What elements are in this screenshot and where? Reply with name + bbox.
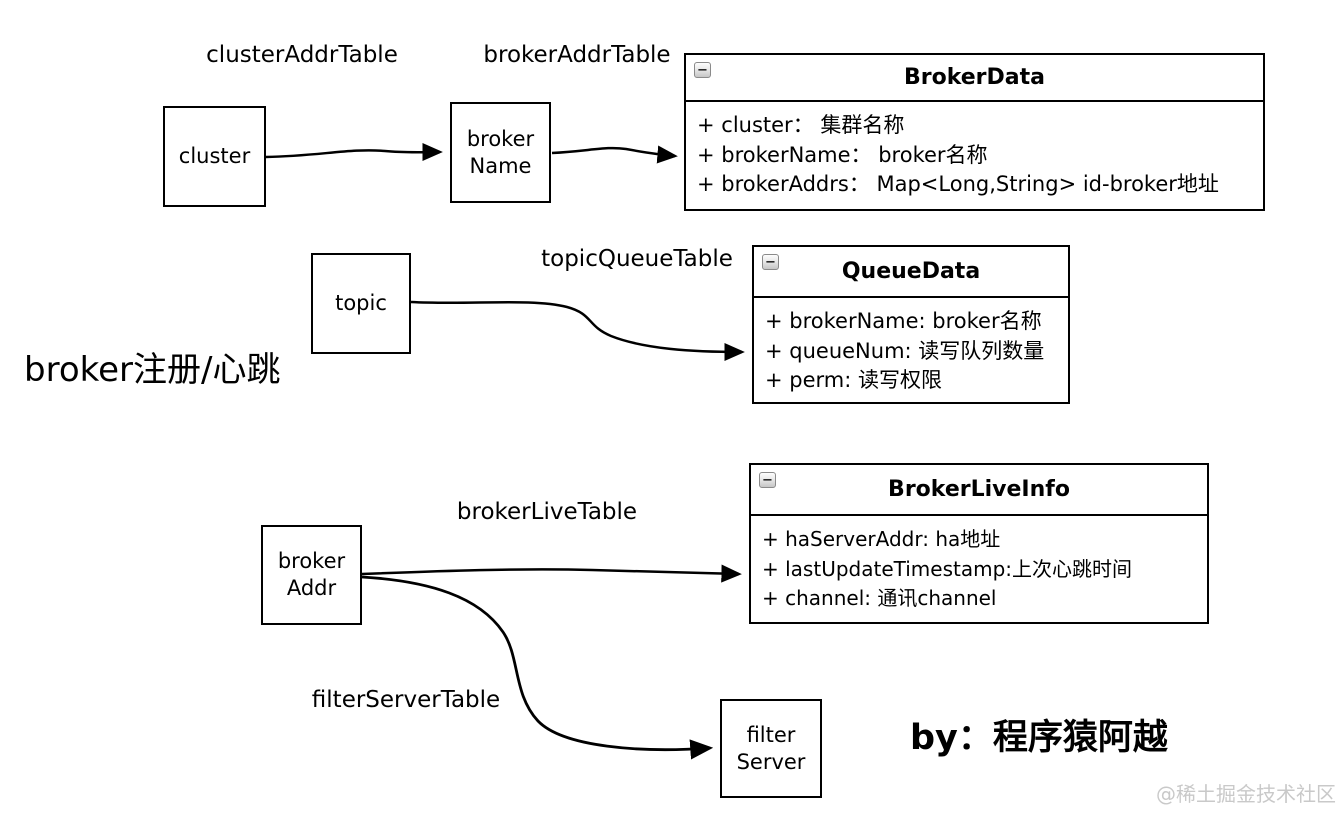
attribute-row: + brokerAddrs： Map<Long,String> id-broke… [697,172,1219,196]
label-broker-addr-table: brokerAddrTable [483,42,671,68]
class-broker-data-header: − BrokerData [686,55,1263,102]
arrow-cluster-to-broker-name [265,142,443,162]
attribute-row: + haServerAddr: ha地址 [762,527,1001,551]
arrow-broker-addr-to-filter-server [361,575,714,760]
arrow-broker-name-to-broker-data [551,145,678,164]
class-broker-live-info: − BrokerLiveInfo + haServerAddr: ha地址 + … [749,463,1209,624]
node-filter-server: filter Server [720,699,822,798]
class-broker-data-title: BrokerData [903,65,1045,90]
node-topic-label: topic [335,291,387,316]
node-broker-addr: broker Addr [261,525,362,625]
class-broker-live-info-title: BrokerLiveInfo [888,477,1070,502]
attribute-row: + queueNum: 读写队列数量 [765,338,1045,363]
node-broker-addr-line2: Addr [286,576,337,600]
node-filter-server-line2: Server [736,749,806,774]
node-broker-addr-line1: broker [277,549,346,574]
node-broker-name-line1: broker [466,126,535,151]
node-cluster-label: cluster [178,144,251,169]
attribute-row: + brokerName: broker名称 [765,309,1042,333]
node-topic: topic [311,253,411,354]
class-queue-data-attributes: + brokerName: broker名称 + queueNum: 读写队列数… [754,298,1068,396]
class-queue-data: − QueueData + brokerName: broker名称 + que… [752,245,1070,404]
label-broker-live-table: brokerLiveTable [456,499,638,525]
collapse-icon[interactable]: − [759,472,776,488]
class-broker-data: − BrokerData + cluster： 集群名称 + brokerNam… [684,53,1265,211]
arrow-topic-to-queue-data [410,300,745,362]
arrow-broker-addr-to-broker-live-info [361,564,742,583]
attribute-row: + perm: 读写权限 [765,368,942,392]
class-broker-data-attributes: + cluster： 集群名称 + brokerName： broker名称 +… [686,102,1263,200]
watermark: @稀土掘金技术社区 [1156,782,1336,806]
diagram-title: broker注册/心跳 [24,350,281,390]
class-broker-live-info-header: − BrokerLiveInfo [751,465,1207,516]
class-queue-data-title: QueueData [841,259,981,284]
label-cluster-addr-table: clusterAddrTable [206,42,398,68]
node-filter-server-line1: filter [746,722,796,747]
class-broker-live-info-attributes: + haServerAddr: ha地址 + lastUpdateTimesta… [751,516,1207,614]
class-queue-data-header: − QueueData [754,247,1068,298]
label-filter-server-table: filterServerTable [311,687,501,713]
node-cluster: cluster [163,106,266,207]
attribute-row: + cluster： 集群名称 [697,113,905,137]
collapse-icon[interactable]: − [694,62,711,78]
node-broker-name-line2: Name [469,153,532,178]
node-broker-name: broker Name [450,102,551,203]
label-topic-queue-table: topicQueueTable [541,246,733,272]
collapse-icon[interactable]: − [762,254,779,270]
attribute-row: + brokerName： broker名称 [697,142,988,167]
attribute-row: + lastUpdateTimestamp:上次心跳时间 [762,556,1132,581]
author-credit: by：程序猿阿越 [910,718,1168,758]
attribute-row: + channel: 通讯channel [762,586,997,610]
